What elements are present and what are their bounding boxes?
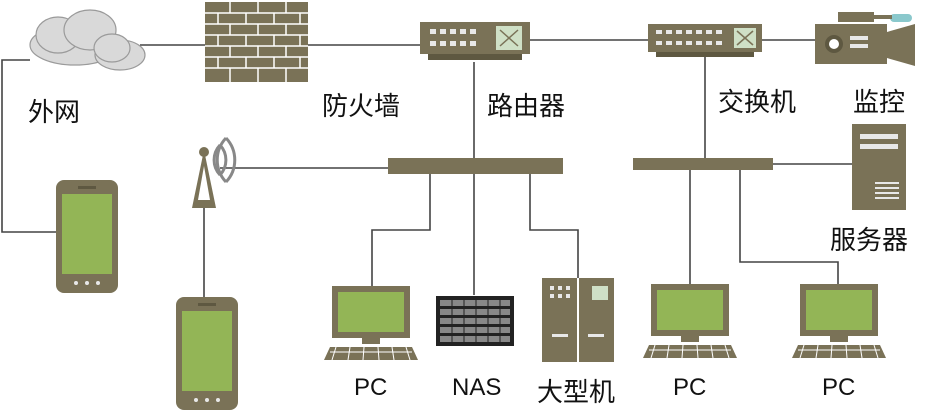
label-camera: 监控 [853,88,906,118]
hub-bar-right [633,158,773,170]
label-firewall: 防火墙 [322,92,401,122]
mainframe-icon [542,278,614,362]
label-pc-1: PC [354,374,388,401]
label-nas: NAS [452,374,502,401]
router-icon [420,22,530,60]
label-switch: 交换机 [718,88,797,118]
firewall-icon [205,2,308,82]
label-internet: 外网 [28,98,81,128]
hub-bar-left [388,158,563,174]
smartphone-icon [176,297,238,410]
pc-icon [643,284,737,359]
nas-icon [436,296,514,346]
label-mainframe: 大型机 [537,378,616,408]
label-server: 服务器 [830,226,909,256]
camera-icon [815,12,915,66]
connection-lines [1,39,852,297]
label-pc-2: PC [673,374,707,401]
pc-icon [324,286,418,361]
cloud-icon [29,9,146,71]
label-pc-3: PC [822,374,856,401]
switch-icon [648,24,762,57]
label-router: 路由器 [487,92,566,122]
smartphone-icon [56,180,118,293]
server-icon [852,124,906,210]
wifi-tower-icon [192,136,237,208]
pc-icon [792,284,886,359]
